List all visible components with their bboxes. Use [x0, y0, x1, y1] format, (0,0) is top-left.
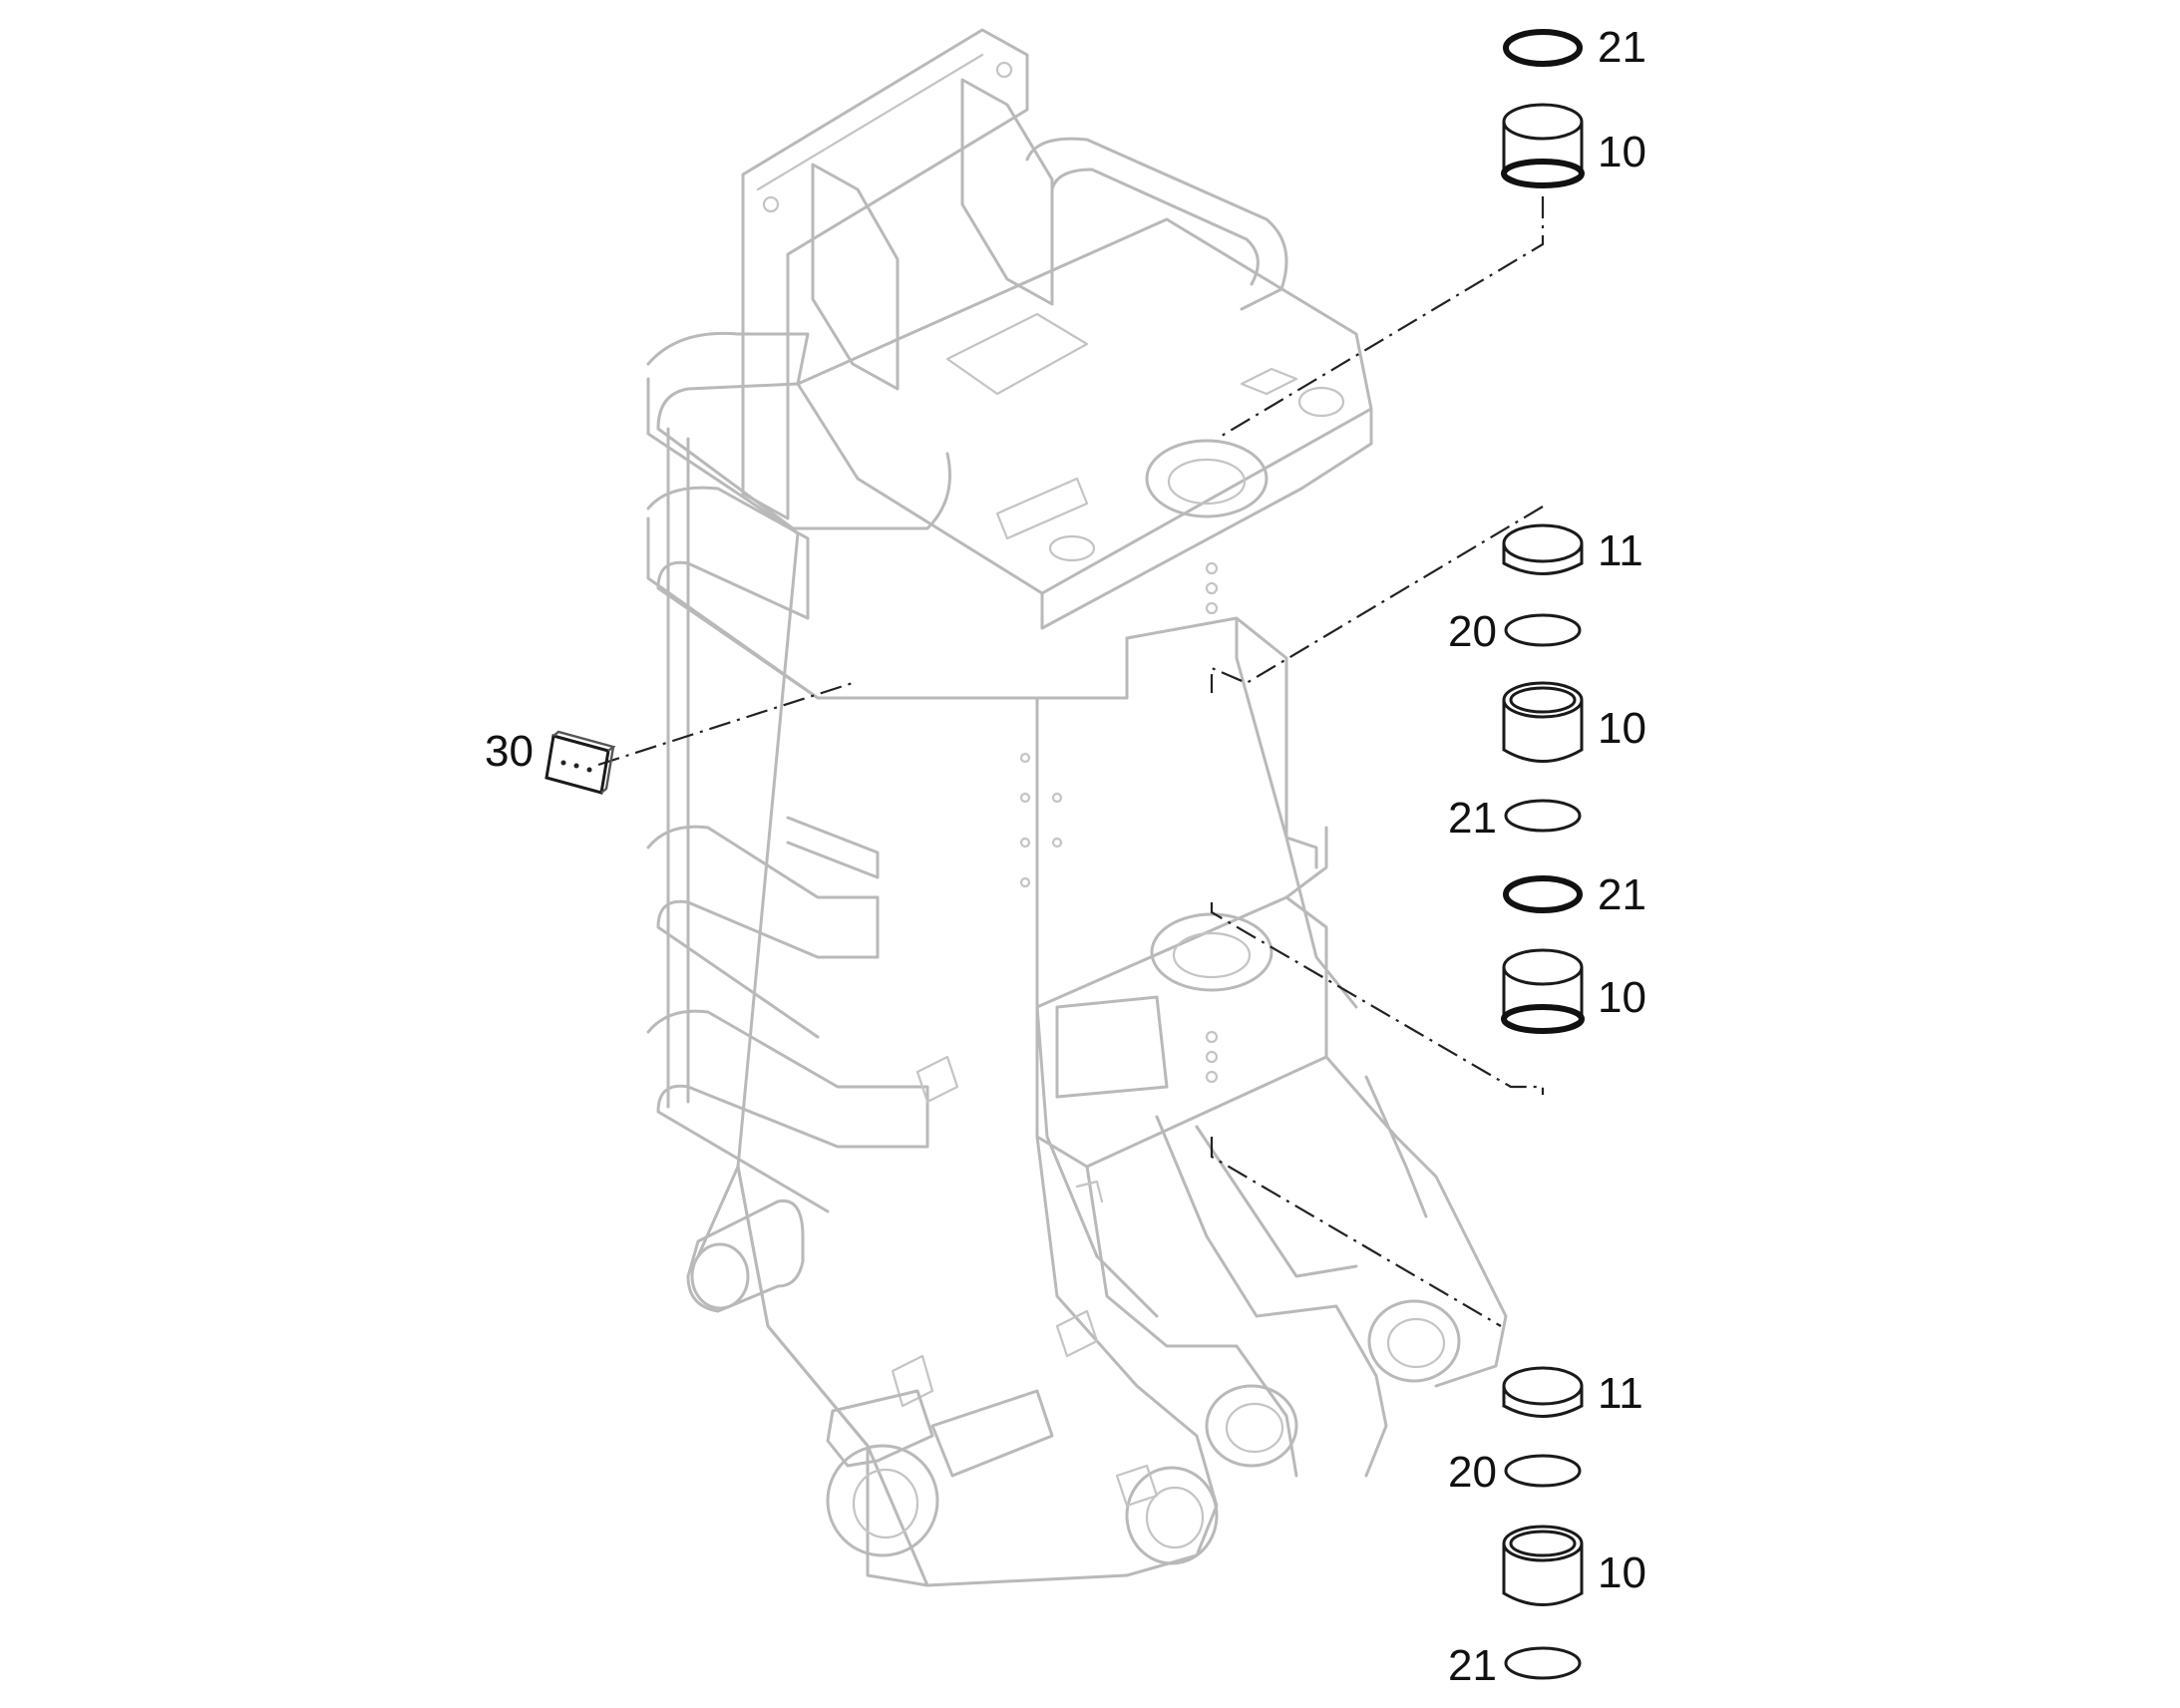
bushing-10c [1501, 948, 1585, 1034]
callout-21-lower: 21 [1448, 1641, 1497, 1690]
callout-10-top: 10 [1598, 128, 1646, 176]
callout-30: 30 [485, 727, 534, 776]
snap-ring-20b [1504, 1454, 1582, 1488]
seal-ring-21b [1504, 799, 1582, 833]
leader-lines [597, 196, 1545, 1327]
callout-labels: 21 10 11 20 10 21 21 10 11 20 10 21 30 [485, 23, 1646, 1690]
callout-21-top: 21 [1598, 23, 1646, 72]
seal-ring-21a [1503, 29, 1583, 67]
callout-10-upper: 10 [1598, 704, 1646, 753]
bushing-10d [1502, 1525, 1584, 1606]
boom-frame-drawing [646, 28, 1508, 1587]
bushing-10a [1501, 103, 1585, 188]
seal-ring-21c [1503, 875, 1583, 913]
exploded-parts [545, 29, 1585, 1680]
callout-20-lower: 20 [1448, 1448, 1497, 1497]
callout-11-upper: 11 [1598, 526, 1643, 575]
shim-ring-11a [1502, 523, 1584, 575]
seal-ring-21d [1504, 1646, 1582, 1680]
plate-30 [545, 730, 616, 795]
callout-21-upper: 21 [1448, 794, 1497, 843]
callout-20-upper: 20 [1448, 607, 1497, 656]
shim-ring-11b [1502, 1366, 1584, 1418]
callout-21-middle: 21 [1598, 870, 1646, 919]
callout-11-lower: 11 [1598, 1369, 1643, 1418]
snap-ring-20a [1504, 613, 1582, 647]
bushing-10b [1502, 681, 1584, 763]
callout-10-lower: 10 [1598, 1548, 1646, 1597]
callout-10-middle: 10 [1598, 973, 1646, 1022]
